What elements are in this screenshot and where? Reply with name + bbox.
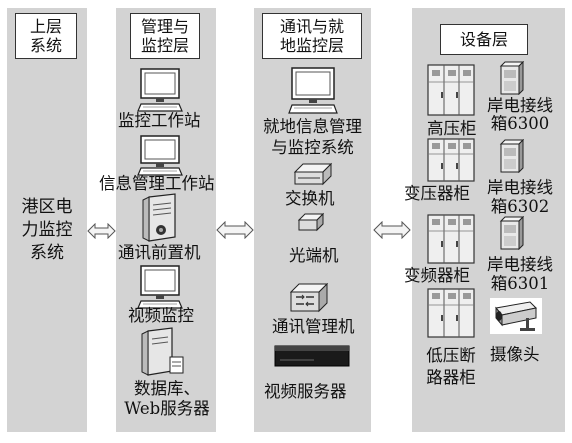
switch-icon [294,162,332,186]
box-6300-line-2: 箱6300 [490,114,550,133]
camera-icon [490,298,542,334]
inverter-cabinet-label: 变频器柜 [404,266,470,285]
comm-layer-header: 通讯与就 地监控层 [262,13,362,59]
management-header-line-1: 管理与 [140,17,189,36]
port-system-line-3: 系统 [30,243,64,263]
video-server-icon [274,345,350,367]
comm-frontend-label: 通讯前置机 [118,243,201,262]
box-6302-line-2: 箱6302 [490,197,550,216]
upper-layer-header: 上层 系统 [15,13,77,59]
upper-header-line-1: 上层 [29,17,62,36]
high-voltage-cabinet-label: 高压柜 [427,119,477,138]
low-voltage-breaker-cabinet-label: 低压断 路器柜 [417,345,485,389]
management-header-line-2: 监控层 [140,36,189,55]
shore-power-box-6301-label: 岸电接线 箱6301 [477,255,563,293]
junction-box-icon [499,61,524,95]
cabinet-icon [427,138,475,182]
device-header-text: 设备层 [459,30,508,49]
database-web-server-label: 数据库、 Web服务器 [111,379,223,419]
box-6301-line-2: 箱6301 [490,274,550,293]
shore-power-box-6302-label: 岸电接线 箱6302 [477,178,563,216]
comm-header-line-1: 通讯与就 [279,17,344,36]
video-monitoring-label: 视频监控 [128,306,194,325]
low-voltage-line-1: 低压断 [426,346,476,365]
management-layer-header: 管理与 监控层 [130,13,200,59]
monitoring-workstation-label: 监控工作站 [118,111,201,130]
double-arrow-icon [373,221,411,239]
optical-transceiver-icon [298,212,324,232]
shore-power-box-6300-label: 岸电接线 箱6300 [477,97,563,133]
junction-box-icon [499,216,524,250]
port-power-monitoring-system: 港区电 力监控 系统 [10,196,84,265]
device-layer-header: 设备层 [440,24,528,55]
comm-header-line-2: 地监控层 [279,36,344,55]
router-icon [290,283,328,313]
switch-label: 交换机 [285,189,335,208]
box-6301-line-1: 岸电接线 [487,255,553,274]
computer-icon [288,67,338,114]
local-system-line-2: 与监控系统 [271,138,354,157]
database-label-line-1: 数据库、 [134,379,200,398]
comm-manager-label: 通讯管理机 [272,317,355,336]
local-system-line-1: 就地信息管理 [263,117,362,136]
optical-transceiver-label: 光端机 [289,246,339,265]
cabinet-icon [427,214,475,264]
camera-label: 摄像头 [490,345,540,364]
server-icon [141,327,184,376]
computer-icon [137,135,183,176]
video-server-label: 视频服务器 [264,382,347,401]
junction-box-icon [499,139,524,173]
cabinet-icon [427,64,475,116]
transformer-cabinet-label: 变压器柜 [404,184,470,203]
double-arrow-icon [216,221,254,239]
upper-header-line-2: 系统 [29,36,62,55]
low-voltage-line-2: 路器柜 [426,368,476,387]
port-system-line-2: 力监控 [21,220,73,240]
computer-icon [137,68,183,112]
box-6302-line-1: 岸电接线 [487,178,553,197]
server-icon [142,193,176,242]
computer-icon [137,265,183,309]
upper-layer-column [7,8,87,432]
port-system-line-1: 港区电 [21,197,73,217]
local-monitoring-system-label: 就地信息管理 与监控系统 [254,116,371,158]
box-6300-line-1: 岸电接线 [487,96,553,115]
cabinet-icon [427,288,475,338]
database-label-line-2: Web服务器 [124,399,210,418]
double-arrow-icon [87,223,116,239]
info-management-workstation-label: 信息管理工作站 [99,174,215,193]
